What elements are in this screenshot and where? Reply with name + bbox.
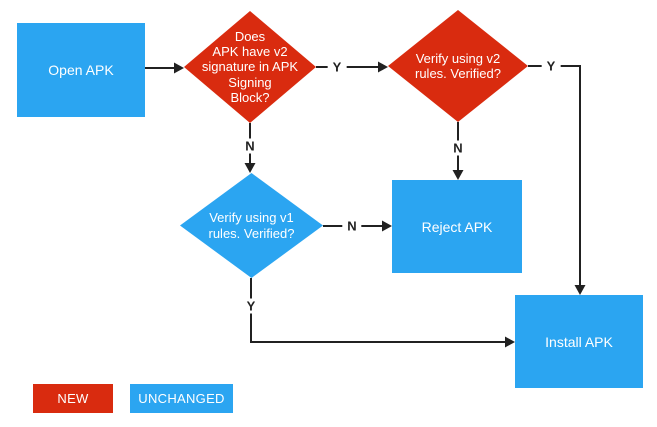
edge-label-check-yes: Y xyxy=(327,59,347,75)
node-reject-apk-label: Reject APK xyxy=(421,218,493,235)
arrowhead-verify-v1-to-reject xyxy=(382,220,392,232)
arrowhead-verify-v2-to-reject xyxy=(452,170,464,180)
arrowhead-check-to-verify-v2 xyxy=(378,61,388,73)
edge-label-check-no: N xyxy=(240,138,260,154)
node-open-apk-label: Open APK xyxy=(48,62,114,78)
legend-new: NEW xyxy=(33,384,113,413)
edge-verify-v2-to-install xyxy=(528,65,581,286)
arrowhead-verify-v2-to-install xyxy=(574,285,586,295)
edge-label-verify-v2-no: N xyxy=(448,140,468,156)
edge-label-verify-v1-yes: Y xyxy=(241,298,261,314)
node-open-apk: Open APK xyxy=(17,23,145,117)
legend-unchanged: UNCHANGED xyxy=(130,384,233,413)
edge-label-verify-v1-no: N xyxy=(342,218,362,234)
node-v2-signature-check-label: Does APK have v2 signature in APK Signin… xyxy=(201,28,299,105)
edge-label-verify-v2-yes: Y xyxy=(541,58,561,74)
arrowhead-open-to-check xyxy=(174,62,184,74)
node-install-apk-label: Install APK xyxy=(545,333,613,350)
node-reject-apk: Reject APK xyxy=(392,180,522,273)
node-verify-v2-label: Verify using v2 rules. Verified? xyxy=(415,50,501,81)
edge-verify-v1-to-install xyxy=(250,278,506,343)
legend-new-label: NEW xyxy=(57,391,89,406)
arrowhead-check-to-verify-v1 xyxy=(244,163,256,173)
node-install-apk: Install APK xyxy=(515,295,643,388)
arrowhead-verify-v1-to-install xyxy=(505,336,515,348)
legend-unchanged-label: UNCHANGED xyxy=(138,391,225,406)
node-verify-v1-label: Verify using v1 rules. Verified? xyxy=(208,210,295,241)
